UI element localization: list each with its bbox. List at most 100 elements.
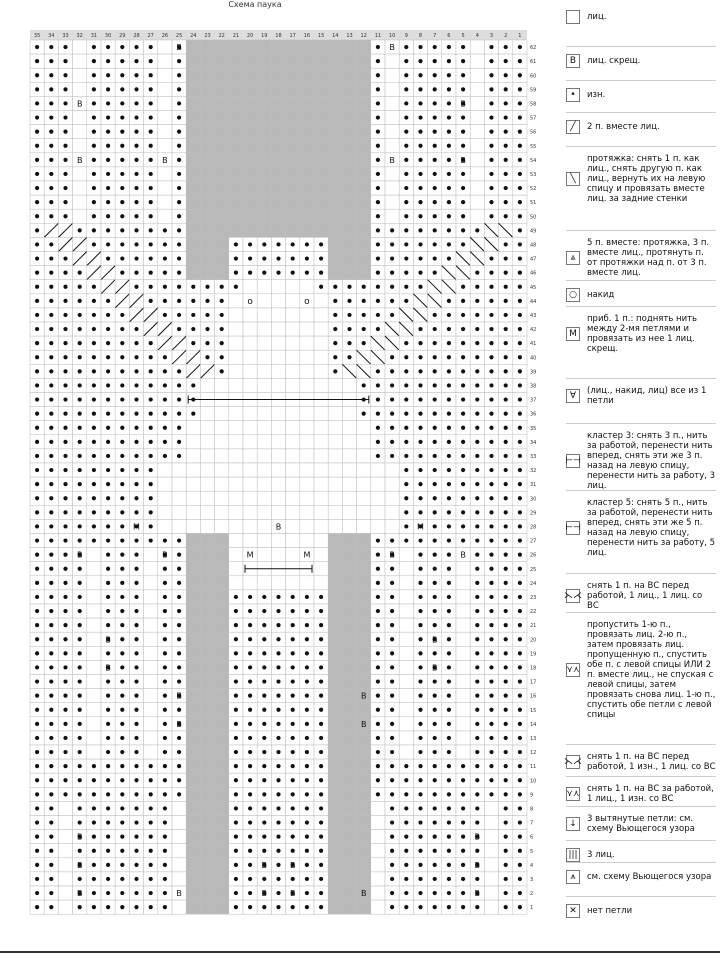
purl-dot <box>418 44 423 50</box>
stitch-cell <box>171 462 187 478</box>
purl-dot <box>106 214 111 219</box>
legend-symbol-icon: ↓ <box>566 817 580 831</box>
purl-dot <box>432 848 437 853</box>
legend-symbol-icon: В <box>566 54 580 68</box>
stitch-cell <box>256 420 272 436</box>
stitch-cell <box>285 420 301 436</box>
purl-dot <box>432 270 437 275</box>
purl-dot <box>432 764 437 769</box>
purl-dot <box>134 467 139 473</box>
no-stitch-cell <box>271 96 286 111</box>
stitch-cell <box>271 364 286 379</box>
purl-dot <box>77 594 82 600</box>
purl-dot <box>35 806 40 811</box>
purl-dot <box>446 115 451 120</box>
purl-dot <box>148 848 153 853</box>
purl-dot <box>35 270 40 275</box>
purl-dot <box>77 651 82 656</box>
purl-dot <box>503 834 508 839</box>
no-stitch-cell <box>356 67 372 83</box>
legend-divider <box>566 112 716 113</box>
stitch-cell <box>58 843 73 859</box>
purl-dot <box>404 834 409 839</box>
no-stitch-cell <box>356 39 372 55</box>
purl-dot <box>375 228 380 233</box>
purl-dot <box>49 665 54 670</box>
no-stitch-cell <box>356 251 372 266</box>
purl-dot <box>461 439 466 444</box>
purl-dot <box>446 890 451 896</box>
stitch-cell <box>285 490 301 506</box>
stitch-cell <box>327 434 343 450</box>
purl-dot <box>276 637 281 642</box>
stitch-cell <box>271 505 286 520</box>
legend-text: 3 лиц. <box>587 850 615 860</box>
no-stitch-cell <box>185 237 201 252</box>
stitch-cell <box>342 448 357 464</box>
purl-dot <box>489 580 494 585</box>
purl-dot <box>432 749 437 755</box>
no-stitch-cell <box>342 589 357 605</box>
stitch-cell <box>313 364 329 379</box>
row-number: 17 <box>530 680 536 686</box>
no-stitch-cell <box>185 843 201 859</box>
no-stitch-cell <box>200 829 215 844</box>
no-stitch-cell <box>200 180 215 196</box>
no-stitch-cell <box>356 589 372 605</box>
no-stitch-cell <box>327 96 343 111</box>
stitch-cell <box>342 462 357 478</box>
purl-dot <box>49 355 54 360</box>
stitch-cell <box>256 293 272 309</box>
stitch-cell <box>342 490 357 506</box>
no-stitch-cell <box>200 124 215 139</box>
purl-dot <box>120 439 125 444</box>
purl-dot <box>35 425 40 430</box>
decrease-line <box>58 237 73 252</box>
purl-dot <box>63 735 68 741</box>
purl-dot <box>418 143 423 148</box>
purl-dot <box>475 665 480 670</box>
no-stitch-cell <box>200 716 215 732</box>
purl-dot <box>177 369 182 374</box>
purl-dot <box>418 425 423 430</box>
purl-dot <box>475 326 480 332</box>
purl-dot <box>35 848 40 853</box>
stitch-cell <box>143 660 159 675</box>
no-stitch-cell <box>214 547 230 562</box>
purl-dot <box>177 185 182 191</box>
purl-dot <box>148 157 153 162</box>
stitch-cell <box>157 67 173 83</box>
column-number: 29 <box>119 33 125 39</box>
legend-text: приб. 1 п.: поднять нить между 2-мя петл… <box>587 314 698 354</box>
purl-dot <box>503 157 508 162</box>
legend-divider <box>566 612 716 613</box>
decrease-line <box>484 237 499 252</box>
purl-dot <box>177 157 182 162</box>
stitch-cell <box>271 448 286 464</box>
no-stitch-cell <box>342 166 357 182</box>
stitch-cell <box>228 335 244 351</box>
purl-dot <box>49 157 54 162</box>
no-stitch-cell <box>327 730 343 746</box>
purl-dot <box>91 806 96 811</box>
purl-dot <box>446 397 451 402</box>
stitch-cell <box>86 716 102 732</box>
legend-item: ⊢⊣кластер 3: снять 3 п., нить за работой… <box>565 431 716 491</box>
purl-dot <box>77 707 82 712</box>
purl-dot <box>446 200 451 205</box>
stitch-cell <box>228 349 244 365</box>
purl-dot <box>290 721 295 726</box>
purl-dot <box>304 651 309 656</box>
purl-dot <box>446 496 451 501</box>
purl-dot <box>233 778 238 783</box>
purl-dot <box>375 707 380 712</box>
no-stitch-cell <box>299 166 315 182</box>
twisted-knit-mark: В <box>77 889 83 898</box>
purl-dot <box>134 510 139 515</box>
purl-dot <box>304 665 309 670</box>
stitch-cell <box>171 505 187 520</box>
purl-dot <box>319 637 324 642</box>
legend-symbol-icon: • <box>566 88 580 102</box>
purl-dot <box>461 115 466 120</box>
purl-dot <box>390 608 395 614</box>
